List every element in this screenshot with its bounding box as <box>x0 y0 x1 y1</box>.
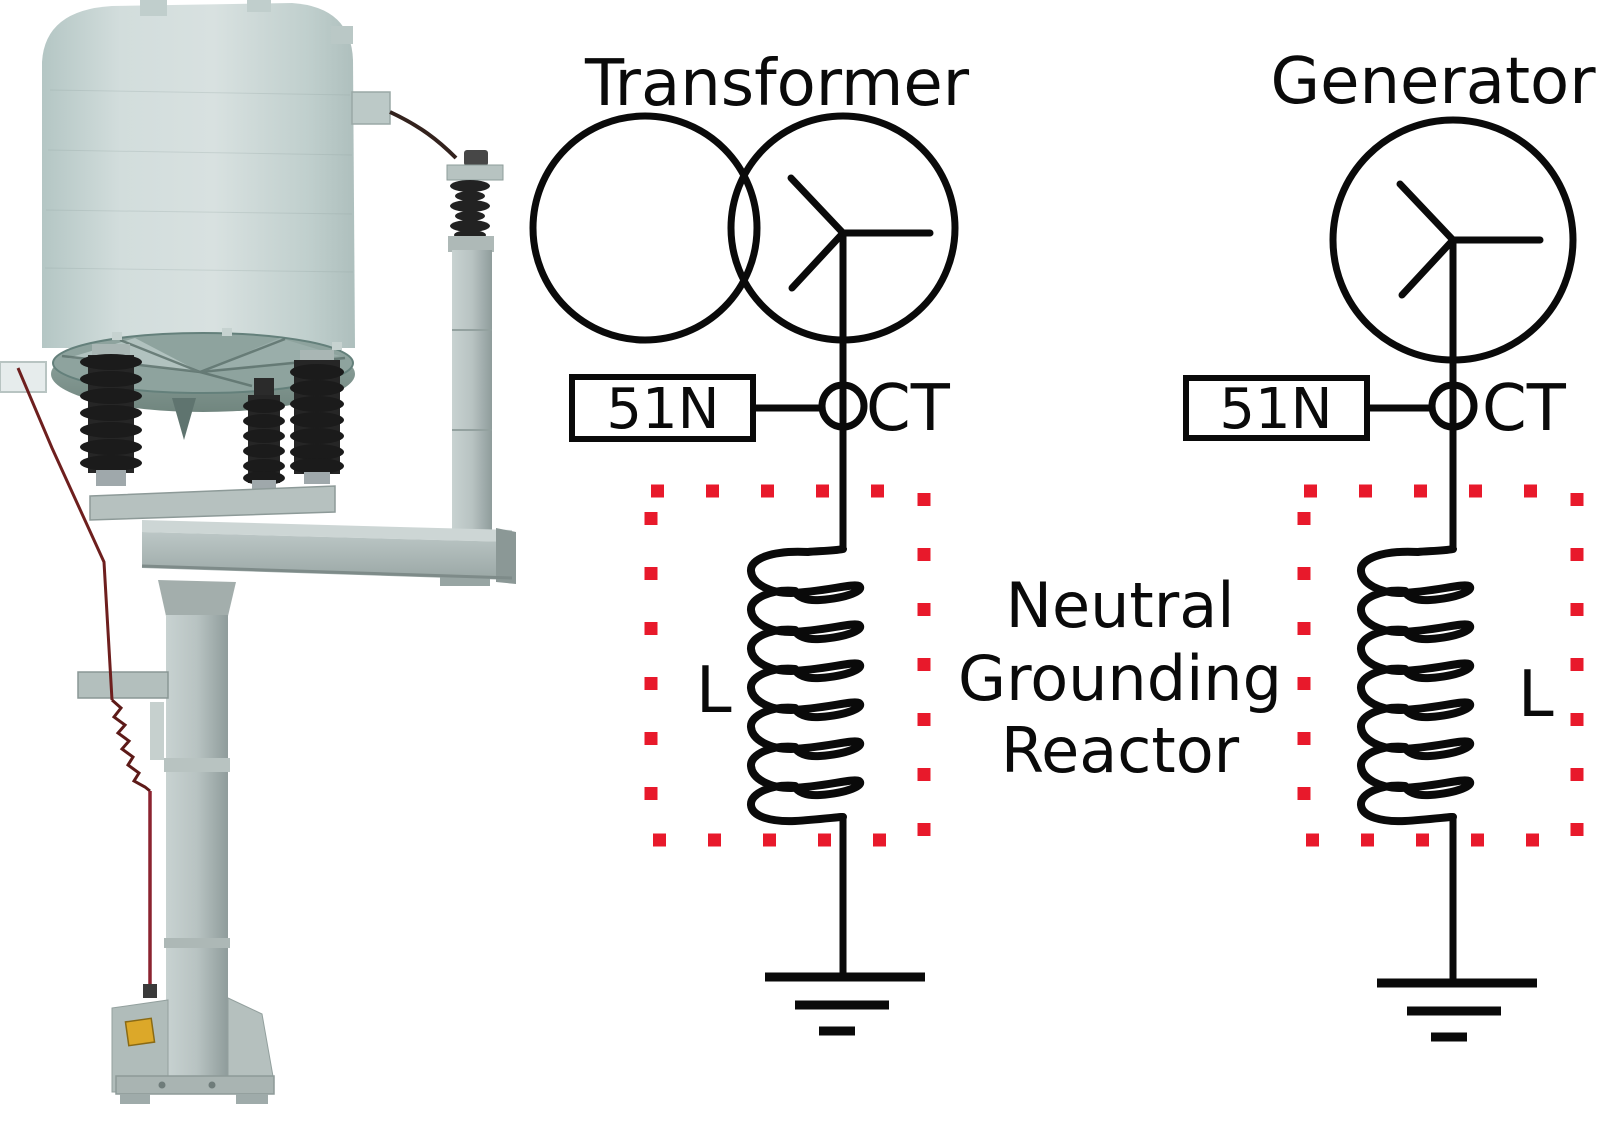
mounting-plate <box>89 485 336 521</box>
insulator-right <box>290 350 344 484</box>
reactor-highlight-box <box>644 484 931 847</box>
pedestal-column <box>166 615 228 1083</box>
relay-51n-label: 51N <box>606 377 719 442</box>
ground-icon <box>765 977 925 1031</box>
transformer-symbol-icon <box>529 112 959 344</box>
support-beam <box>141 520 516 586</box>
tank-lug <box>140 0 167 16</box>
generator-diagram: Generator 51N CT L <box>1183 45 1597 1037</box>
annotation-line-2: Grounding <box>958 642 1282 715</box>
ct-label: CT <box>1482 372 1567 446</box>
relay-51n-box <box>1183 375 1370 441</box>
inductor-label: L <box>1518 658 1554 732</box>
tank-lug <box>247 0 271 12</box>
pedestal-flare <box>158 580 236 616</box>
warning-label <box>124 1017 156 1047</box>
reactor-tank <box>42 3 355 348</box>
ct-label: CT <box>866 372 951 446</box>
insulator-center <box>243 378 285 492</box>
relay-51n-label: 51N <box>1219 377 1332 442</box>
bushing-collar <box>448 236 494 252</box>
neutral-grounding-reactor-label: Neutral Grounding Reactor <box>958 569 1282 787</box>
wye-winding-icon <box>787 174 934 292</box>
right-bushing-icon <box>450 180 490 240</box>
annotation-line-3: Reactor <box>1001 714 1240 787</box>
bushing-plate <box>446 164 504 181</box>
pedestal-base <box>111 997 275 1104</box>
column-bracket <box>77 671 169 699</box>
wye-winding-icon <box>1396 180 1544 299</box>
ground-icon <box>1377 983 1537 1037</box>
right-support-column <box>452 250 492 532</box>
jumper-wire <box>389 110 458 160</box>
generator-title: Generator <box>1271 45 1597 119</box>
terminal-box <box>351 91 391 125</box>
generator-symbol-icon <box>1329 116 1577 364</box>
inductor-coil-icon <box>751 549 860 821</box>
inductor-label: L <box>696 654 732 728</box>
ground-lead-wire <box>16 367 157 998</box>
ct-circle-icon <box>1428 381 1478 431</box>
ct-circle-icon <box>818 381 868 431</box>
transformer-title: Transformer <box>584 47 970 121</box>
reactor-highlight-box <box>1297 484 1584 847</box>
tank-banding <box>44 89 354 273</box>
transformer-diagram: Transformer 51N CT L <box>529 47 970 1031</box>
tray-spike <box>172 398 196 440</box>
inductor-coil-icon <box>1361 549 1470 821</box>
reactor-photo <box>0 0 516 1104</box>
relay-51n-box <box>569 374 756 442</box>
tank-lug <box>331 26 353 44</box>
insulator-left <box>80 344 142 486</box>
bushing-terminal <box>464 150 488 166</box>
annotation-line-1: Neutral <box>1006 569 1235 642</box>
